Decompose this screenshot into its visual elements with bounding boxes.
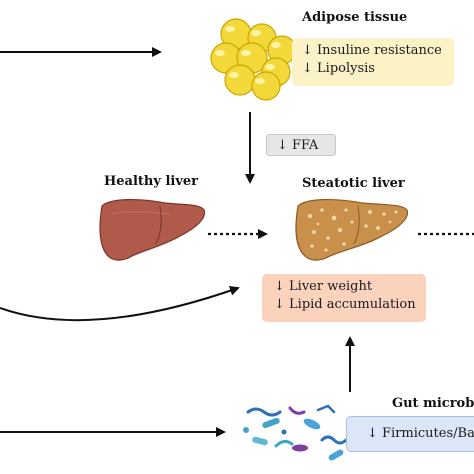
adipose-tissue-title: Adipose tissue [302, 10, 408, 25]
adipose-effect-lipolysis: ↓ Lipolysis [302, 61, 375, 76]
liver-effect-weight: ↓ Liver weight [274, 279, 373, 294]
curved-arrow-to-liver-box [0, 285, 240, 322]
ffa-box: ↓ FFA [266, 134, 336, 156]
steatotic-liver-title: Steatotic liver [302, 176, 405, 191]
liver-effects-box: ↓ Liver weight ↓ Lipid accumulation [262, 274, 426, 322]
healthy-liver-illustration [99, 198, 206, 261]
gut-microbiota-illustration [243, 404, 348, 461]
healthy-liver-title: Healthy liver [104, 174, 199, 189]
steatotic-liver-illustration [295, 198, 409, 261]
gut-microbiota-title: Gut microb [392, 396, 474, 411]
gut-effect-firmicutes: ↓ Firmicutes/Ba [367, 426, 474, 441]
gut-effects-box: ↓ Firmicutes/Ba [346, 416, 474, 452]
adipose-effect-insulin: ↓ Insuline resistance [302, 43, 442, 58]
ffa-label: ↓ FFA [277, 138, 319, 153]
liver-effect-lipid: ↓ Lipid accumulation [274, 297, 416, 312]
adipose-effects-box: ↓ Insuline resistance ↓ Lipolysis [292, 38, 454, 86]
adipose-cells-illustration [210, 18, 297, 101]
